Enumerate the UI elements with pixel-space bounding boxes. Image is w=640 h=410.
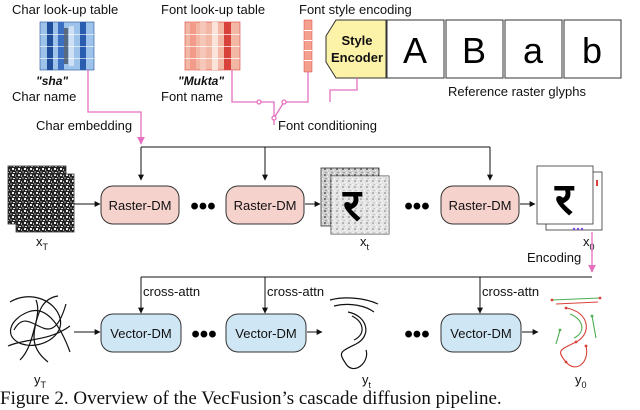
vector-dm-label: Vector-DM <box>110 326 171 341</box>
raster-dm-node: Raster-DM <box>440 185 520 225</box>
char-name-label: Char name <box>12 89 76 104</box>
glyph-box <box>445 19 504 79</box>
raster-dm-node: Raster-DM <box>225 185 305 225</box>
font-style-vector <box>303 19 313 73</box>
glyph-box <box>563 19 622 79</box>
char-table-label: Char look-up table <box>12 2 118 17</box>
raster-state-x0-image: र <box>536 165 603 231</box>
vector-dm-node: Vector-DM <box>100 313 182 353</box>
vector-state-yT-label: yT <box>34 372 47 390</box>
font-style-label: Font style encoding <box>299 2 412 17</box>
glyph-text: b <box>582 30 602 71</box>
ellipsis: ••• <box>190 193 215 220</box>
raster-state-xT-image <box>7 165 75 233</box>
vector-dm-node: Vector-DM <box>225 313 307 353</box>
char-embedding-label: Char embedding <box>36 118 132 133</box>
raster-dm-label: Raster-DM <box>109 198 172 213</box>
vector-state-yt-image <box>329 297 379 370</box>
conditioning-wires <box>87 70 358 145</box>
vector-dm-label: Vector-DM <box>235 326 296 341</box>
font-table-label: Font look-up table <box>161 2 265 17</box>
font-name-value: "Mukta" <box>178 74 224 88</box>
vector-state-y0-image <box>550 296 602 368</box>
style-encoder-line2: Encoder <box>331 50 383 65</box>
font-name-label: Font name <box>161 89 223 104</box>
encoding-label: Encoding <box>527 250 581 265</box>
style-encoder-line1: Style <box>341 33 372 48</box>
raster-glyph: र <box>554 174 575 225</box>
raster-condition-lines <box>138 146 493 181</box>
glyph-text: A <box>403 30 427 71</box>
cross-attn-label-1: cross-attn <box>143 284 200 299</box>
cross-attn-label-2: cross-attn <box>267 284 324 299</box>
reference-glyphs: A B a b <box>386 19 622 79</box>
vector-state-yT-image <box>7 295 71 363</box>
char-lookup-table <box>39 21 95 71</box>
reference-glyphs-label: Reference raster glyphs <box>448 84 587 99</box>
figure-caption: Figure 2. Overview of the VecFusion’s ca… <box>0 388 502 409</box>
font-lookup-table <box>184 21 241 71</box>
ellipsis: ••• <box>404 321 429 348</box>
raster-glyph: र <box>342 180 363 231</box>
vector-state-y0-label: y0 <box>575 372 587 390</box>
glyph-text: B <box>462 30 486 71</box>
vector-condition-lines <box>138 276 592 314</box>
glyph-text: a <box>523 30 544 71</box>
raster-dm-label: Raster-DM <box>234 198 297 213</box>
ellipsis: ••• <box>191 321 216 348</box>
cross-attn-label-3: cross-attn <box>482 284 539 299</box>
raster-state-x0-label: x0 <box>583 234 595 252</box>
ellipsis: ••• <box>404 193 429 220</box>
style-encoder: Style Encoder <box>325 19 387 79</box>
raster-state-xt-image: र <box>320 167 390 235</box>
vector-dm-node: Vector-DM <box>440 313 522 353</box>
raster-state-xt-label: xt <box>360 234 370 252</box>
raster-dm-label: Raster-DM <box>449 198 512 213</box>
raster-state-xT-label: xT <box>36 234 49 252</box>
glyph-box <box>504 19 563 79</box>
font-conditioning-label: Font conditioning <box>278 118 377 133</box>
raster-dm-node: Raster-DM <box>100 185 180 225</box>
glyph-box <box>386 19 445 79</box>
vector-state-yt-label: yt <box>362 372 372 390</box>
vector-dm-label: Vector-DM <box>450 326 511 341</box>
char-name-value: "sha" <box>36 74 68 88</box>
